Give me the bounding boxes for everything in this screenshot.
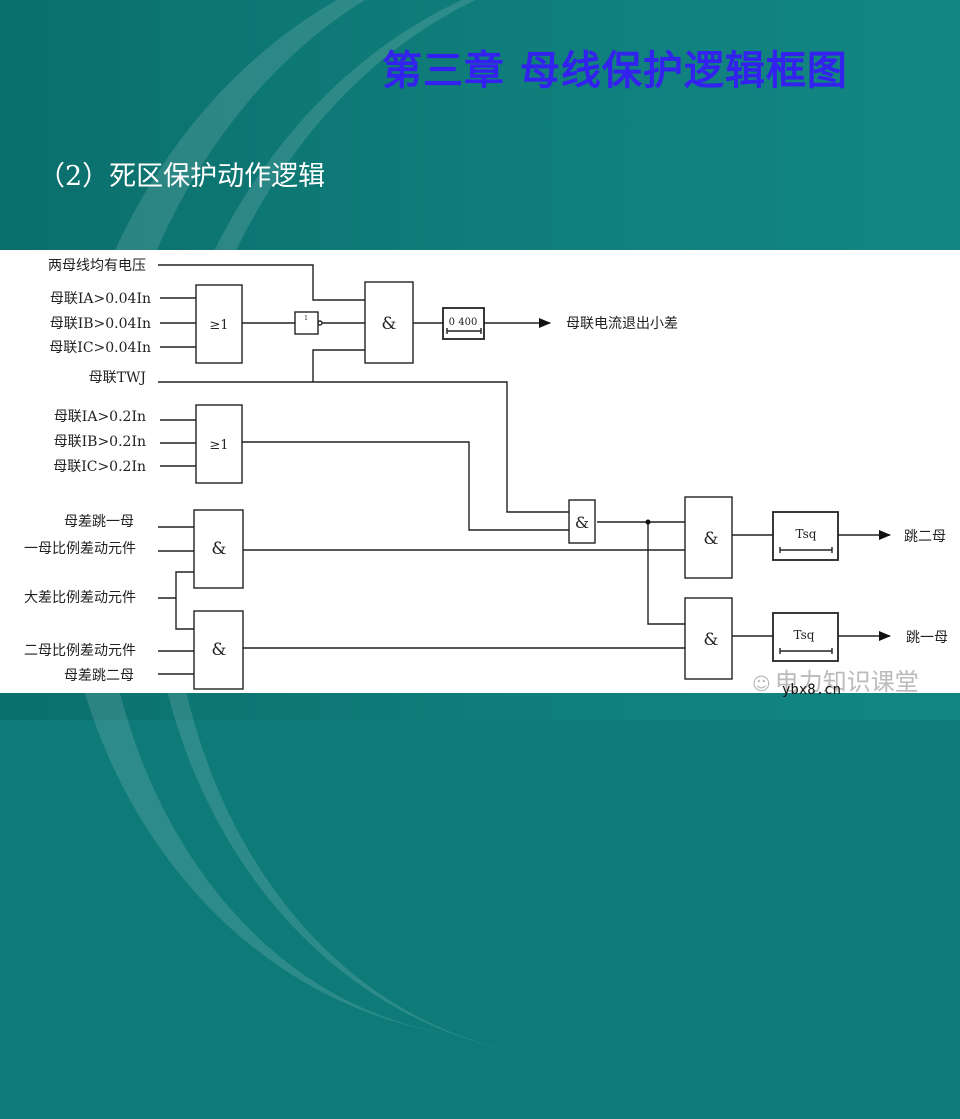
timer-0-400 bbox=[442, 307, 485, 340]
not-symbol: 1 bbox=[304, 315, 308, 322]
wechat-icon: ☺ bbox=[752, 674, 771, 695]
input-big-diff-label: 大差比例差动元件 bbox=[24, 590, 136, 606]
input-voltage-label: 两母线均有电压 bbox=[48, 258, 146, 274]
and-symbol: & bbox=[703, 630, 718, 650]
timer1-value: 0 400 bbox=[449, 317, 478, 328]
input-ia-004-label: 母联IA>0.04In bbox=[50, 291, 151, 307]
input-ib-02-label: 母联IB>0.2In bbox=[54, 434, 146, 450]
and-symbol: & bbox=[381, 314, 396, 334]
junction-dot bbox=[645, 519, 651, 525]
output-exit-small-diff-label: 母联电流退出小差 bbox=[566, 316, 678, 332]
input-ia-02-label: 母联IA>0.2In bbox=[54, 409, 146, 425]
output-trip-bus2-label: 跳二母 bbox=[904, 529, 946, 545]
and-symbol: & bbox=[575, 513, 589, 532]
and-gate-1 bbox=[364, 281, 414, 364]
input-twj-label: 母联TWJ bbox=[89, 370, 146, 386]
and-gate-bus2 bbox=[193, 610, 244, 690]
and-symbol: & bbox=[703, 529, 718, 549]
or-gate-2 bbox=[195, 404, 243, 484]
and-symbol: & bbox=[211, 539, 226, 559]
timer-tsq-1 bbox=[772, 511, 839, 561]
watermark-site: ybx8.cn bbox=[782, 682, 842, 698]
output-trip-bus1-label: 跳一母 bbox=[906, 630, 948, 646]
timer-tsq-2 bbox=[772, 612, 839, 662]
input-ic-004-label: 母联IC>0.04In bbox=[49, 340, 151, 356]
slide-title: 第三章 母线保护逻辑框图 bbox=[382, 48, 848, 94]
logic-diagram: 两母线均有电压 母联IA>0.04In 母联IB>0.04In 母联IC>0.0… bbox=[24, 258, 948, 690]
tsq-label: Tsq bbox=[796, 527, 817, 541]
or-symbol: ≥1 bbox=[209, 318, 228, 333]
and-gate-trip-bus2 bbox=[684, 496, 733, 579]
watermark-brand: ☺电力知识课堂 bbox=[752, 668, 919, 696]
and-gate-trip-bus1 bbox=[684, 597, 733, 680]
and-gate-bus1 bbox=[193, 509, 244, 589]
or-symbol: ≥1 bbox=[209, 438, 228, 453]
tsq-label: Tsq bbox=[794, 628, 815, 642]
and-symbol: & bbox=[211, 640, 226, 660]
and-gate-small bbox=[568, 499, 596, 544]
input-ic-02-label: 母联IC>0.2In bbox=[53, 459, 146, 475]
input-trip-bus2-label: 母差跳二母 bbox=[64, 668, 134, 684]
input-trip-bus1-label: 母差跳一母 bbox=[64, 514, 134, 530]
input-bus1-diff-label: 一母比例差动元件 bbox=[24, 541, 136, 557]
slide-subtitle: （2）死区保护动作逻辑 bbox=[38, 161, 326, 192]
or-gate-1 bbox=[195, 284, 243, 364]
input-ib-004-label: 母联IB>0.04In bbox=[50, 316, 151, 332]
input-bus2-diff-label: 二母比例差动元件 bbox=[24, 643, 136, 659]
